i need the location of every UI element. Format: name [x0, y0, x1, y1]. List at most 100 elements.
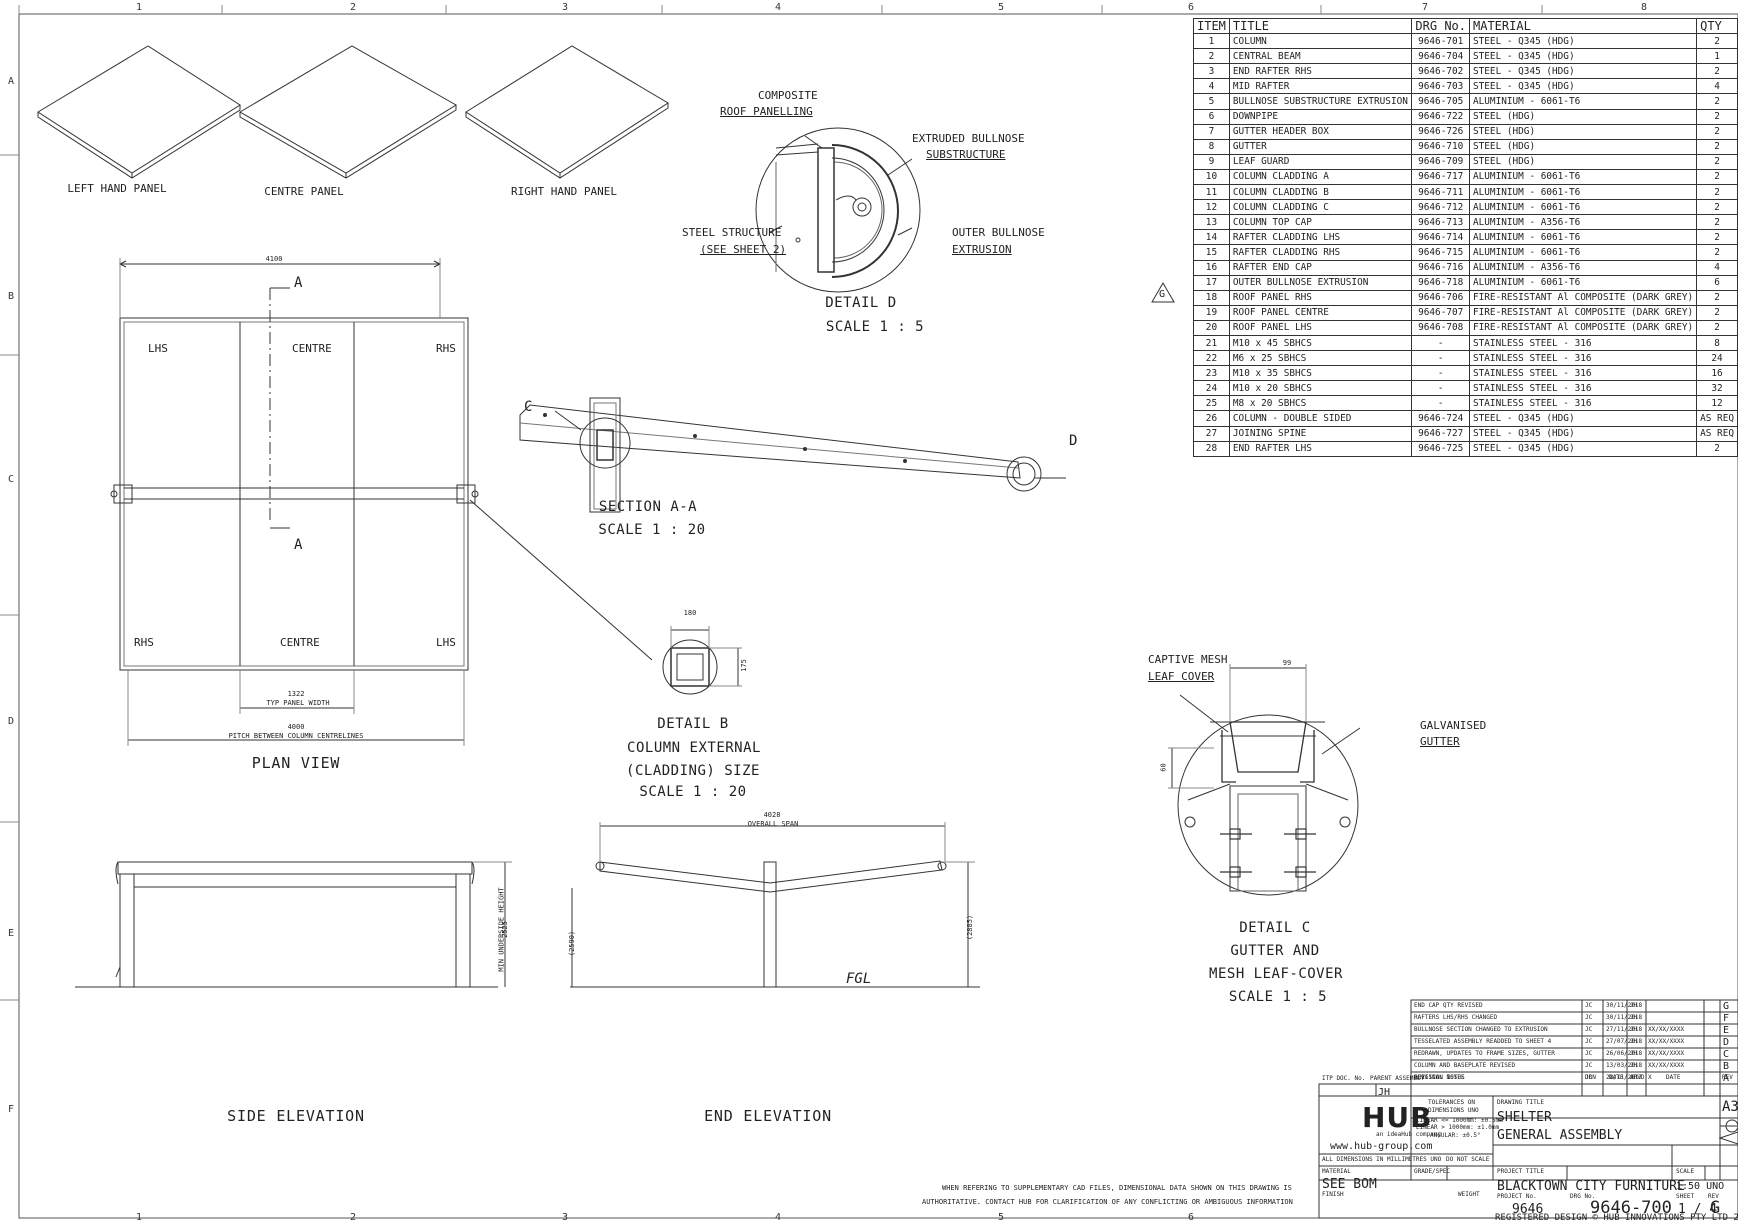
end-height-left-dimension: (2590)	[568, 930, 577, 957]
bom-cell-qty: 1	[1696, 48, 1738, 65]
rev-apvd-date: XX/XX/XXXX	[1648, 1038, 1685, 1045]
bom-cell-title: OUTER BULLNOSE EXTRUSION	[1228, 274, 1413, 291]
bom-cell-title: RAFTER END CAP	[1228, 259, 1413, 276]
plan-rhs-bottom: RHS	[134, 636, 154, 649]
bom-cell-material: STAINLESS STEEL - 316	[1468, 395, 1698, 412]
revision-triangle	[1151, 282, 1175, 303]
zone-col-1-bottom: 1	[136, 1212, 143, 1223]
bom-header-title: TITLE	[1228, 17, 1413, 35]
rev-date: 27/11/2018	[1606, 1026, 1643, 1033]
grade-spec-label: GRADE/SPEC	[1414, 1168, 1451, 1175]
bom-cell-material: ALUMINIUM - 6061-T6	[1468, 274, 1698, 291]
bom-cell-material: FIRE-RESISTANT Al COMPOSITE (DARK GREY)	[1468, 304, 1698, 321]
bom-cell-drg: -	[1411, 395, 1470, 412]
bom-cell-qty: 2	[1696, 123, 1738, 140]
bom-cell-item: 8	[1193, 138, 1230, 155]
end-span-label: OVERALL SPAN	[747, 820, 799, 828]
pitch-label: PITCH BETWEEN COLUMN CENTRELINES	[228, 732, 364, 740]
rev-apvd: JH	[1630, 1062, 1638, 1069]
rev-drn-header: DRN	[1585, 1074, 1596, 1081]
bom-cell-qty: 2	[1696, 108, 1738, 125]
rev-note: TESSELATED ASSEMBLY READDED TO SHEET 4	[1414, 1038, 1552, 1045]
rev-date-header: DATE	[1609, 1074, 1624, 1081]
bom-cell-qty: 32	[1696, 380, 1738, 397]
bom-cell-material: ALUMINIUM - 6061-T6	[1468, 184, 1698, 201]
bom-cell-drg: 9646-715	[1411, 244, 1470, 261]
detail-b-line-3: (CLADDING) SIZE	[626, 763, 760, 779]
bom-cell-item: 5	[1193, 93, 1230, 110]
rev-date2-header: DATE	[1666, 1074, 1681, 1081]
bom-cell-title: COLUMN	[1228, 33, 1413, 50]
bom-cell-drg: 9646-713	[1411, 214, 1470, 231]
bom-cell-qty: 2	[1696, 319, 1738, 336]
bom-cell-material: ALUMINIUM - 6061-T6	[1468, 199, 1698, 216]
bom-cell-item: 9	[1193, 153, 1230, 170]
detail-b-width-dimension: 180	[683, 609, 697, 617]
bom-cell-title: BULLNOSE SUBSTRUCTURE EXTRUSION	[1228, 93, 1413, 110]
tolerances-line-3: LINEAR <= 1000mm: ±0.5mm	[1416, 1117, 1503, 1124]
bom-cell-item: 16	[1193, 259, 1230, 276]
zone-col-4-bottom: 4	[775, 1212, 782, 1223]
zone-row-a: A	[8, 76, 15, 87]
project-title-value: BLACKTOWN CITY FURNITURE	[1497, 1179, 1685, 1194]
bom-cell-material: STEEL (HDG)	[1468, 123, 1698, 140]
rev-drn: JC	[1585, 1074, 1593, 1081]
bom-cell-qty: 2	[1696, 168, 1738, 186]
bom-cell-item: 17	[1193, 274, 1230, 291]
plan-view-title: PLAN VIEW	[251, 754, 341, 772]
zone-col-5: 5	[998, 2, 1005, 13]
detail-b-drawing	[662, 626, 742, 695]
bom-cell-drg: 9646-705	[1411, 93, 1470, 110]
bom-cell-item: 4	[1193, 78, 1230, 95]
bom-cell-item: 25	[1193, 395, 1230, 412]
zone-col-7: 7	[1422, 2, 1429, 13]
bom-cell-title: ROOF PANEL LHS	[1228, 319, 1413, 336]
bom-cell-title: GUTTER	[1228, 138, 1413, 155]
bom-cell-title: DOWNPIPE	[1228, 108, 1413, 125]
bom-cell-material: STAINLESS STEEL - 316	[1468, 334, 1698, 352]
bom-cell-material: STAINLESS STEEL - 316	[1468, 365, 1698, 382]
typ-panel-width-label: TYP PANEL WIDTH	[266, 699, 330, 707]
end-span-dimension: 4028	[763, 811, 781, 819]
end-elevation-drawing	[570, 822, 980, 988]
section-marker-a-top: A	[294, 275, 303, 291]
steel-structure-label-1: STEEL STRUCTURE	[682, 226, 782, 239]
bom-header-qty: QTY	[1696, 17, 1738, 35]
bom-cell-title: COLUMN - DOUBLE SIDED	[1228, 410, 1413, 427]
drg-no-label: DRG No.	[1570, 1193, 1596, 1200]
bom-cell-title: M8 x 20 SBHCS	[1228, 395, 1413, 412]
drg-no-value: 9646-700	[1590, 1198, 1672, 1218]
rev-date: 27/07/2018	[1606, 1038, 1643, 1045]
bom-cell-title: ROOF PANEL RHS	[1228, 289, 1413, 306]
rev-note: END CAP QTY REVISED	[1414, 1002, 1483, 1009]
bom-cell-item: 26	[1193, 410, 1230, 427]
zone-col-6-bottom: 6	[1188, 1212, 1195, 1223]
steel-structure-label-2: (SEE SHEET 2)	[700, 243, 787, 256]
rev-date: 13/03/2018	[1606, 1062, 1643, 1069]
rev-apvd-date: XX/XX/XXXX	[1648, 1062, 1685, 1069]
bom-cell-material: STAINLESS STEEL - 316	[1468, 350, 1698, 367]
bom-cell-title: ROOF PANEL CENTRE	[1228, 304, 1413, 321]
bom-cell-material: STEEL - Q345 (HDG)	[1468, 425, 1698, 442]
zone-row-d: D	[8, 716, 15, 727]
rev-apvd-date: XX/XX/XXXX	[1648, 1050, 1685, 1057]
section-marker-a-bottom: A	[294, 537, 303, 553]
itp-doc-label: ITP DOC. No.	[1322, 1075, 1366, 1082]
bom-cell-material: ALUMINIUM - A356-T6	[1468, 259, 1698, 276]
section-c-marker: C	[524, 399, 533, 415]
bom-cell-material: STEEL - Q345 (HDG)	[1468, 440, 1698, 457]
bom-cell-item: 10	[1193, 168, 1230, 186]
extruded-bullnose-label-2: SUBSTRUCTURE	[926, 148, 1006, 161]
bom-cell-material: STEEL (HDG)	[1468, 108, 1698, 125]
